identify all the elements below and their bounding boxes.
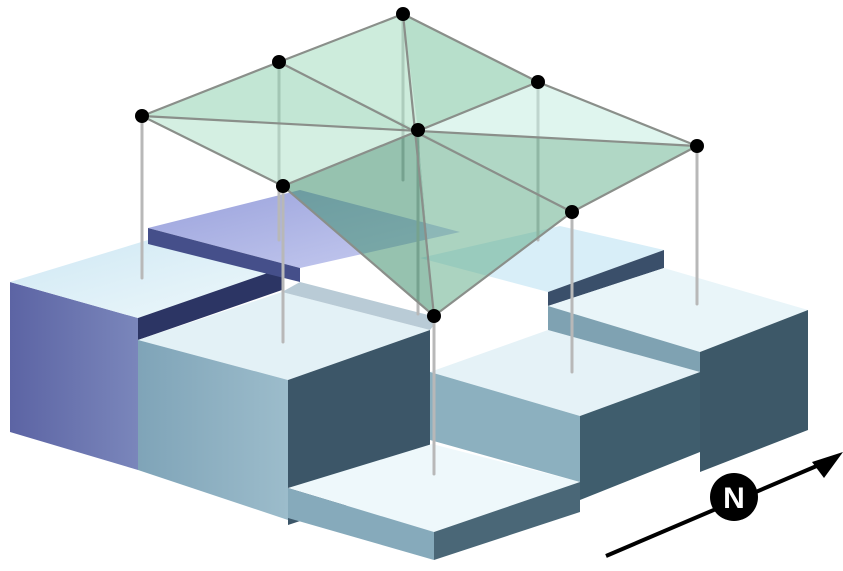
sample-node: [135, 109, 149, 123]
north-arrow-icon: N: [605, 452, 843, 558]
surface-facet: [142, 116, 418, 186]
north-badge: [710, 473, 758, 521]
block-left-right-face: [138, 268, 282, 340]
surface-facet: [418, 82, 697, 146]
raised-block-front: [148, 228, 300, 282]
surface-edge: [401, 13, 436, 317]
interpolated-surface: [142, 14, 697, 316]
surface-facet: [418, 130, 572, 316]
block-right-middle-top: [430, 330, 700, 416]
block-right-middle-side: [580, 372, 700, 500]
sample-nodes: [135, 7, 704, 323]
surface-facet: [142, 62, 418, 130]
sample-node: [565, 205, 579, 219]
block-right-middle-front: [430, 372, 580, 482]
block-far-right-side: [700, 310, 808, 472]
sample-node: [272, 55, 286, 69]
block-back-right-step: [548, 250, 664, 306]
block-center-strip: [282, 282, 440, 330]
surface-facet: [283, 130, 434, 316]
block-far-right-top: [548, 268, 808, 352]
terrain-blocks: [10, 190, 808, 560]
sample-node: [531, 75, 545, 89]
sample-node: [427, 309, 441, 323]
block-back-right-top: [420, 226, 664, 292]
surface-facet: [418, 130, 697, 212]
surface-edge: [278, 61, 573, 213]
surface-facet: [279, 14, 418, 130]
block-left-front-face: [10, 282, 138, 470]
north-label: N: [723, 482, 745, 515]
block-far-right-front: [548, 306, 700, 372]
north-arrow-head: [812, 452, 843, 478]
sample-node: [411, 123, 425, 137]
sample-node: [396, 7, 410, 21]
block-middle-front-face: [138, 340, 288, 520]
surface-edge: [282, 80, 539, 188]
block-front-front-face: [288, 488, 434, 560]
sample-node: [690, 139, 704, 153]
surface-facet: [403, 14, 538, 130]
block-front-right-face: [434, 482, 580, 560]
sample-node: [276, 179, 290, 193]
